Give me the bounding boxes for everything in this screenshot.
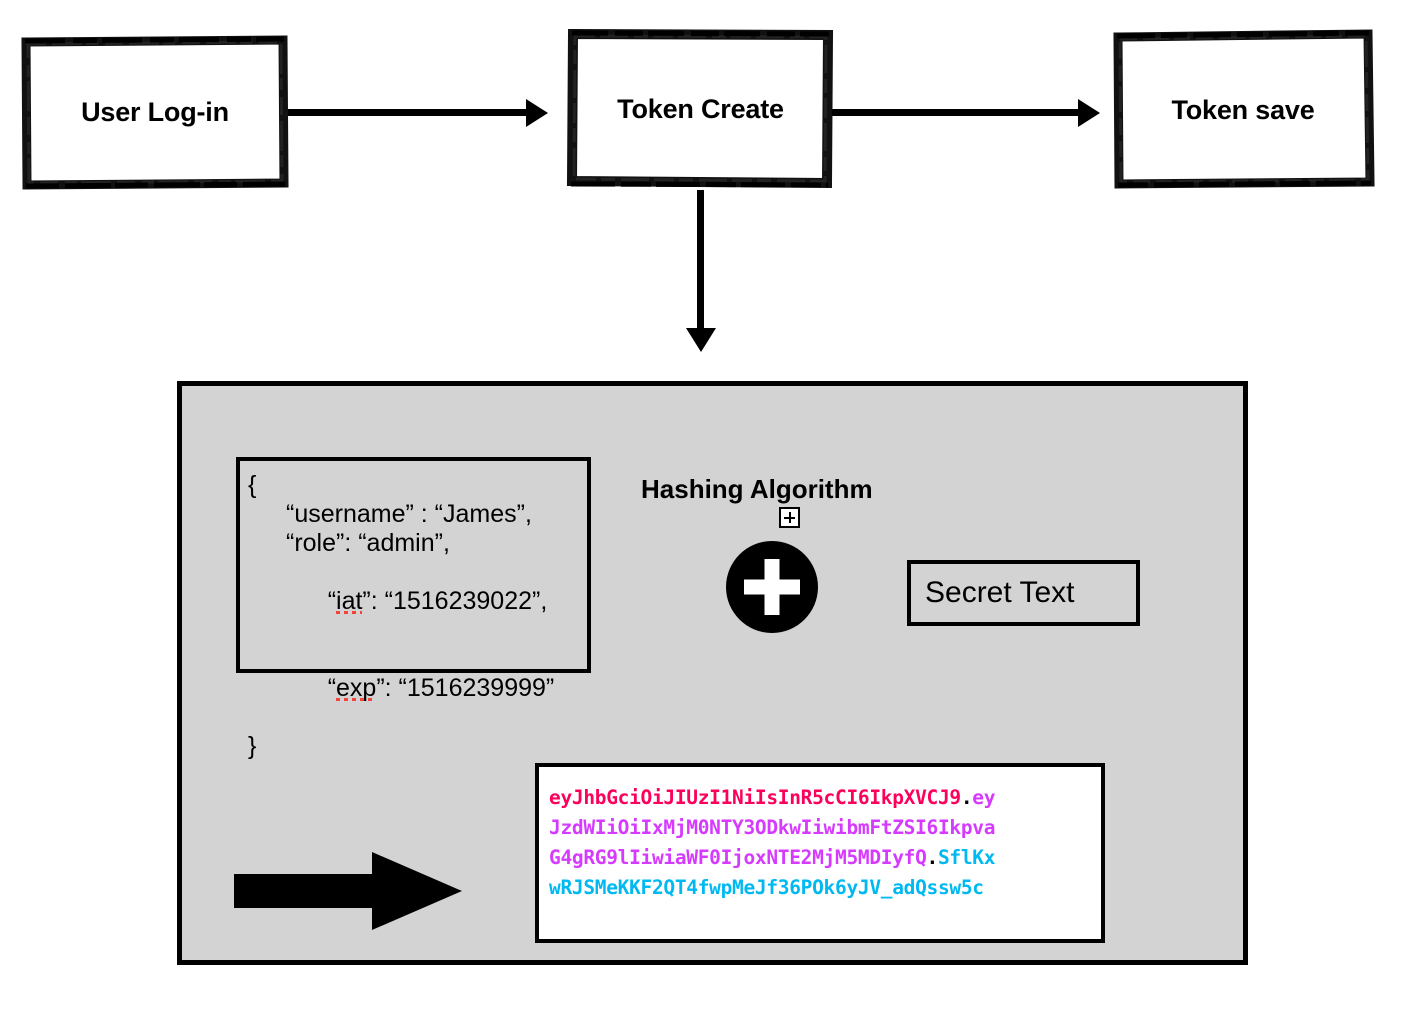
jwt-line-3: G4gRG9lIiwiaWF0IjoxNTE2MjM5MDIyfQ.SflKx	[549, 843, 1101, 873]
payload-line-exp-rest: ”: “1516239999”	[376, 674, 555, 702]
jwt-signature-segment: wRJSMeKKF2QT4fwpMeJf36POk6yJV_adQssw5c	[549, 876, 984, 899]
payload-line: “username” : “James”,	[286, 500, 532, 528]
flow-step-token-create[interactable]: Token Create	[566, 28, 834, 189]
hashing-algorithm-title: Hashing Algorithm	[641, 474, 873, 504]
arrow-login-to-create	[288, 109, 528, 116]
secret-text-box: Secret Text	[907, 560, 1140, 626]
plus-box-icon-vertical	[788, 512, 791, 523]
jwt-separator: .	[960, 786, 973, 809]
jwt-separator: .	[926, 846, 939, 869]
right-arrow-icon	[234, 852, 462, 930]
secret-text-label: Secret Text	[925, 576, 1075, 609]
flow-step-user-login[interactable]: User Log-in	[21, 35, 289, 190]
spellcheck-word-iat: iat	[336, 587, 363, 615]
payload-line-exp: “exp”: “1516239999”	[248, 645, 587, 732]
flow-step-label: Token save	[1171, 94, 1315, 125]
jwt-token-box: eyJhbGciOiJIUzI1NiIsInR5cCI6IkpXVCJ9.ey …	[535, 763, 1105, 943]
payload-line: }	[248, 732, 257, 760]
jwt-signature-segment: SflKx	[937, 846, 996, 869]
jwt-line-1: eyJhbGciOiJIUzI1NiIsInR5cCI6IkpXVCJ9.ey	[549, 783, 1101, 813]
jwt-payload-segment: G4gRG9lIiwiaWF0IjoxNTE2MjM5MDIyfQ	[549, 846, 927, 869]
jwt-line-2: JzdWIiOiIxMjM0NTY3ODkwIiwibmFtZSI6Ikpva	[549, 813, 1101, 843]
quote-open: “	[327, 587, 337, 615]
flow-step-label: Token Create	[617, 93, 784, 124]
plus-circle-icon	[726, 541, 818, 633]
plus-circle-icon-vertical	[764, 559, 780, 615]
jwt-line-4: wRJSMeKKF2QT4fwpMeJf36POk6yJV_adQssw5c	[549, 873, 1101, 903]
spellcheck-word-exp: exp	[336, 674, 377, 702]
quote-open: “	[327, 674, 337, 702]
arrow-create-to-detail	[697, 190, 704, 330]
payload-line-iat: “iat”: “1516239022”,	[248, 558, 587, 645]
jwt-payload-segment: ey	[972, 786, 996, 809]
arrow-create-to-save	[832, 109, 1080, 116]
plus-box-icon	[779, 507, 800, 528]
payload-line: “role”: “admin”,	[286, 529, 450, 557]
jwt-payload-segment: JzdWIiOiIxMjM0NTY3ODkwIiwibmFtZSI6Ikpva	[549, 816, 996, 839]
payload-line-iat-rest: ”: “1516239022”,	[362, 587, 548, 615]
payload-line: {	[248, 471, 257, 499]
jwt-header-segment: eyJhbGciOiJIUzI1NiIsInR5cCI6IkpXVCJ9	[549, 786, 961, 809]
flow-step-label: User Log-in	[81, 97, 229, 127]
flow-step-token-save[interactable]: Token save	[1113, 29, 1375, 189]
jwt-payload-box: { “username” : “James”, “role”: “admin”,…	[236, 457, 591, 760]
